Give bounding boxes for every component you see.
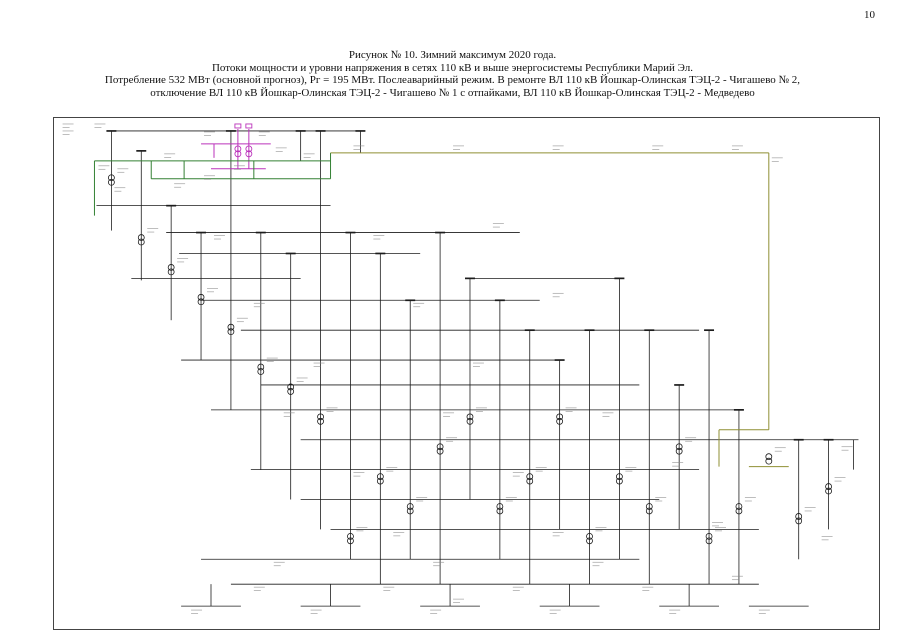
- olive-circuit: [330, 152, 789, 468]
- magenta-circuit: [201, 123, 271, 170]
- caption-line-4: отключение ВЛ 110 кВ Йошкар-Олинская ТЭЦ…: [150, 86, 755, 99]
- caption-line-1: Рисунок № 10. Зимний максимум 2020 года.: [348, 49, 557, 61]
- green-circuit: [93, 152, 332, 216]
- diagram-frame: [53, 117, 880, 630]
- figure-caption: Рисунок № 10. Зимний максимум 2020 года.…: [0, 49, 905, 99]
- label-marks: [62, 123, 853, 614]
- caption-line-2: Потоки мощности и уровни напряжения в се…: [211, 61, 694, 74]
- page-number: 10: [864, 9, 875, 21]
- caption-line-3: Потребление 532 МВт (основной прогноз), …: [104, 74, 801, 86]
- black-network-lines: [96, 130, 859, 607]
- power-network-diagram: [62, 123, 859, 614]
